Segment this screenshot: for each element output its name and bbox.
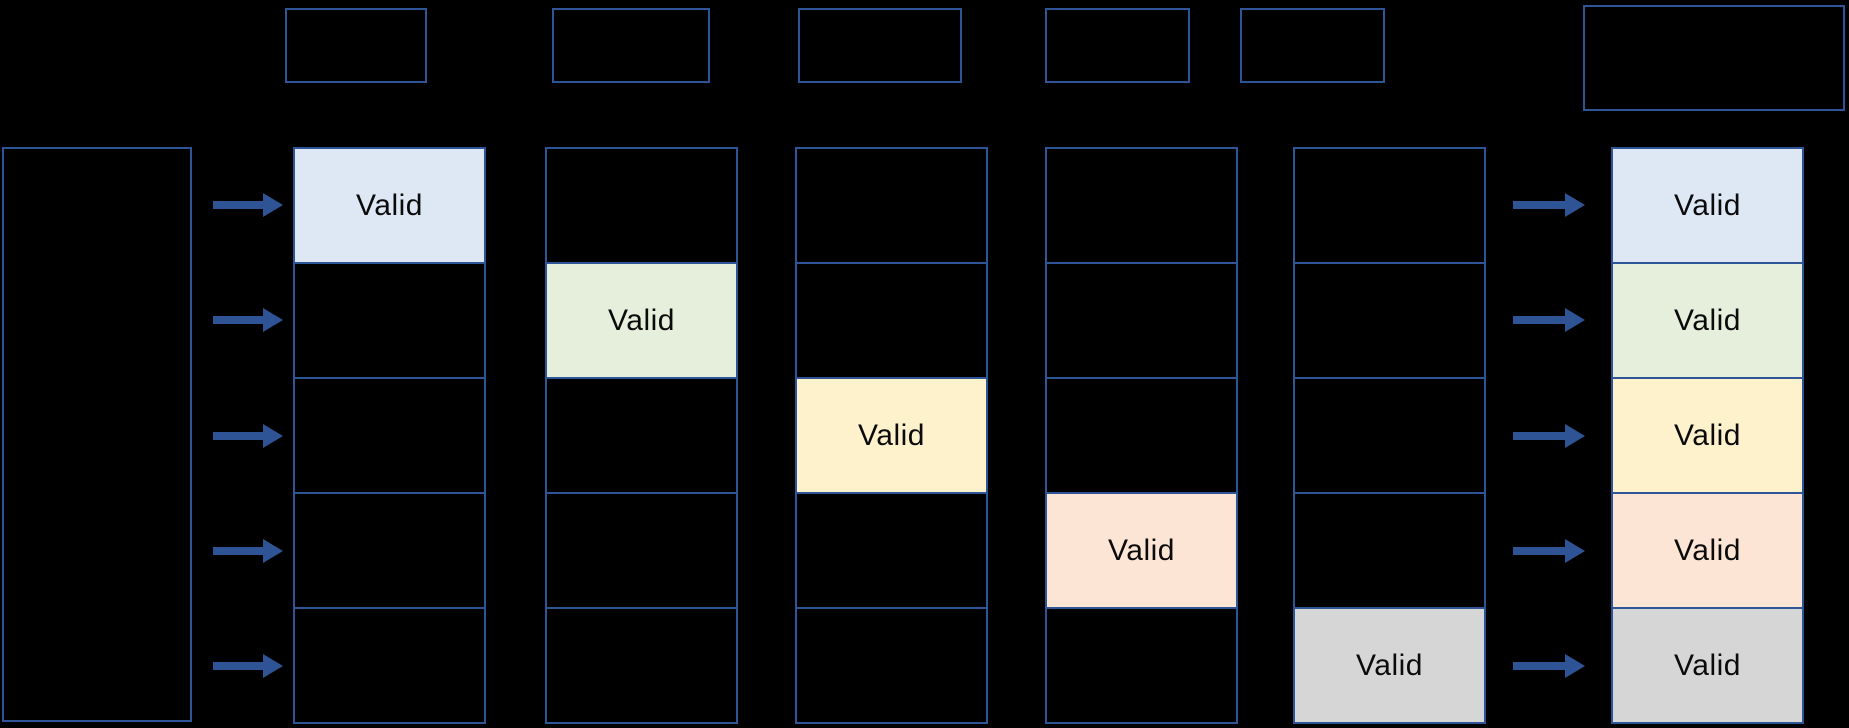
flow-arrow-right-4: [1513, 539, 1585, 563]
valid-cell: Valid: [797, 377, 986, 492]
valid-cell: Valid: [1613, 262, 1802, 377]
flow-arrow-right-2: [1513, 308, 1585, 332]
empty-cell: [295, 607, 484, 722]
arrow-head: [263, 424, 283, 448]
empty-cell: [1047, 262, 1236, 377]
flow-arrow-right-3: [1513, 424, 1585, 448]
flow-arrow-left-2: [213, 308, 283, 332]
empty-cell: [797, 262, 986, 377]
arrow-shaft: [1513, 662, 1567, 670]
arrow-shaft: [213, 201, 265, 209]
empty-cell: [797, 492, 986, 607]
flow-arrow-right-5: [1513, 654, 1585, 678]
valid-cell: Valid: [547, 262, 736, 377]
arrow-head: [1565, 193, 1585, 217]
arrow-shaft: [1513, 316, 1567, 324]
arrow-head: [263, 654, 283, 678]
empty-cell: [547, 377, 736, 492]
arrow-head: [1565, 539, 1585, 563]
empty-cell: [295, 377, 484, 492]
empty-cell: [797, 607, 986, 722]
flow-arrow-left-1: [213, 193, 283, 217]
empty-cell: [1295, 149, 1484, 262]
flow-arrow-right-1: [1513, 193, 1585, 217]
arrow-head: [263, 308, 283, 332]
empty-cell: [1047, 149, 1236, 262]
table-5: Valid: [1293, 147, 1486, 724]
empty-cell: [797, 149, 986, 262]
empty-cell: [1295, 377, 1484, 492]
arrow-head: [1565, 654, 1585, 678]
header-box-3: [798, 8, 962, 83]
source-box: [2, 147, 192, 722]
flow-arrow-left-3: [213, 424, 283, 448]
empty-cell: [547, 492, 736, 607]
arrow-head: [1565, 308, 1585, 332]
arrow-head: [1565, 424, 1585, 448]
valid-cell: Valid: [1613, 492, 1802, 607]
valid-cell: Valid: [295, 149, 484, 262]
valid-cell: Valid: [1613, 149, 1802, 262]
arrow-shaft: [213, 662, 265, 670]
empty-cell: [1295, 262, 1484, 377]
table-4: Valid: [1045, 147, 1238, 724]
arrow-shaft: [1513, 201, 1567, 209]
header-box-4: [1045, 8, 1190, 83]
empty-cell: [1295, 492, 1484, 607]
empty-cell: [1047, 607, 1236, 722]
arrow-head: [263, 193, 283, 217]
table-3: Valid: [795, 147, 988, 724]
result-header-box: [1583, 5, 1845, 111]
arrow-shaft: [213, 432, 265, 440]
header-box-2: [552, 8, 710, 83]
arrow-shaft: [1513, 547, 1567, 555]
arrow-shaft: [213, 316, 265, 324]
flow-arrow-left-4: [213, 539, 283, 563]
header-box-5: [1240, 8, 1385, 83]
empty-cell: [547, 607, 736, 722]
empty-cell: [547, 149, 736, 262]
valid-cell: Valid: [1295, 607, 1484, 722]
empty-cell: [295, 262, 484, 377]
valid-cell: Valid: [1047, 492, 1236, 607]
arrow-head: [263, 539, 283, 563]
empty-cell: [1047, 377, 1236, 492]
table-1: Valid: [293, 147, 486, 724]
empty-cell: [295, 492, 484, 607]
arrow-shaft: [213, 547, 265, 555]
valid-cell: Valid: [1613, 607, 1802, 722]
header-box-1: [285, 8, 427, 83]
table-2: Valid: [545, 147, 738, 724]
flow-arrow-left-5: [213, 654, 283, 678]
valid-cell: Valid: [1613, 377, 1802, 492]
arrow-shaft: [1513, 432, 1567, 440]
